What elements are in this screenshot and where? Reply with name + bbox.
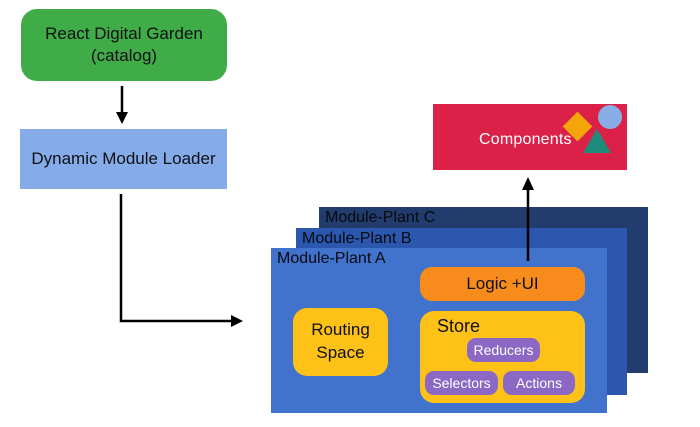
components-label: Components bbox=[479, 131, 572, 148]
store-node: Store Reducers Selectors Actions bbox=[420, 311, 585, 403]
routing-space-label-line2: Space bbox=[316, 343, 365, 362]
selectors-label: Selectors bbox=[432, 375, 491, 391]
actions-chip: Actions bbox=[503, 371, 575, 395]
store-label: Store bbox=[437, 316, 481, 336]
selectors-chip: Selectors bbox=[425, 371, 498, 395]
loader-label: Dynamic Module Loader bbox=[31, 149, 216, 168]
module-plant-a-label: Module-Plant A bbox=[277, 250, 386, 267]
actions-label: Actions bbox=[516, 375, 562, 391]
catalog-label-line2: (catalog) bbox=[90, 46, 158, 65]
dynamic-module-loader-node: Dynamic Module Loader bbox=[20, 129, 227, 189]
arrow-loader-to-module-a bbox=[119, 194, 243, 327]
module-plant-c-label: Module-Plant C bbox=[325, 209, 436, 226]
routing-space-label-line1: Routing bbox=[311, 320, 370, 340]
routing-space-node: Routing Space bbox=[293, 308, 388, 376]
arrow-catalog-to-loader bbox=[116, 86, 128, 124]
module-plant-b-label: Module-Plant B bbox=[302, 230, 412, 247]
logic-ui-label: Logic +UI bbox=[466, 274, 539, 293]
reducers-label: Reducers bbox=[473, 342, 534, 358]
components-node: Components bbox=[433, 104, 627, 170]
module-plant-a-node: Module-Plant A Logic +UI Routing Space S… bbox=[271, 248, 607, 413]
reducers-chip: Reducers bbox=[467, 338, 540, 362]
triangle-icon bbox=[583, 129, 611, 153]
logic-ui-node: Logic +UI bbox=[420, 267, 585, 301]
catalog-node: React Digital Garden (catalog) bbox=[21, 9, 227, 81]
catalog-label-line1: React Digital Garden bbox=[45, 23, 203, 43]
circle-icon bbox=[598, 105, 622, 129]
